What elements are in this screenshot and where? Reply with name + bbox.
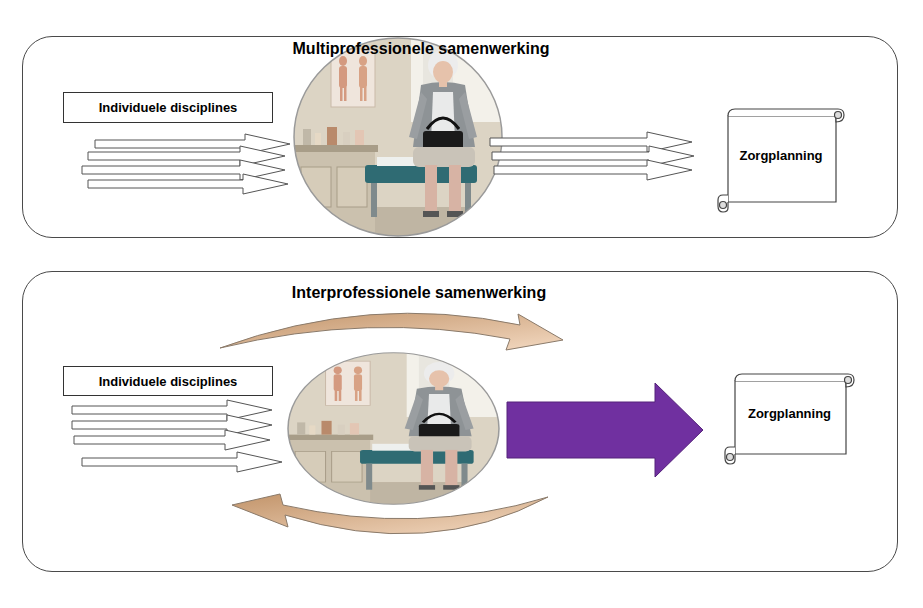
cycle-arrow xyxy=(232,494,548,534)
box-label: Individuele disciplines xyxy=(99,374,238,389)
cycle-arrow xyxy=(220,313,563,350)
output-arrow xyxy=(507,383,703,477)
discipline-box: Individuele disciplines xyxy=(63,92,273,123)
care-plan-scroll: Zorgplanning xyxy=(716,106,846,214)
box-label: Zorgplanning xyxy=(739,148,822,173)
box-label: Zorgplanning xyxy=(748,406,831,431)
box-label: Individuele disciplines xyxy=(99,100,238,115)
collaboration-panel: Interprofessionele samenwerkingIndividue… xyxy=(22,271,898,572)
collaboration-panel: Multiprofessionele samenwerkingIndividue… xyxy=(22,36,898,238)
panel-title: Multiprofessionele samenwerking xyxy=(293,40,550,58)
panel-title: Interprofessionele samenwerking xyxy=(292,284,546,302)
discipline-box: Individuele disciplines xyxy=(63,366,273,396)
discipline-arrows xyxy=(72,400,282,472)
care-photo xyxy=(293,37,503,237)
discipline-arrows xyxy=(82,134,290,194)
output-arrows xyxy=(490,132,694,180)
care-plan-scroll: Zorgplanning xyxy=(723,371,856,466)
care-photo xyxy=(287,352,500,505)
